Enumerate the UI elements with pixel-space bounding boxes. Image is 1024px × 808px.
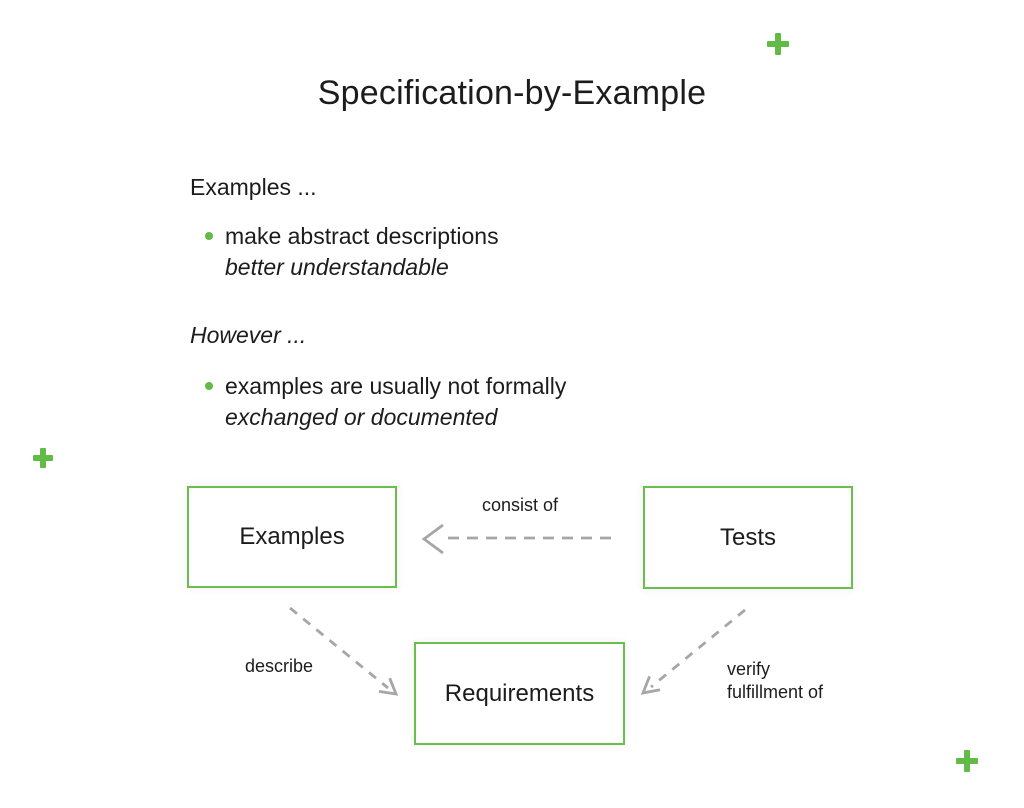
bullet-item-however: examples are usually not formally exchan… xyxy=(225,371,566,433)
arrow-describe xyxy=(289,606,399,696)
box-label: Examples xyxy=(239,523,345,550)
edge-label-verify: verify fulfillment of xyxy=(727,658,823,704)
bullet-icon xyxy=(205,382,213,390)
edge-label-describe: describe xyxy=(245,656,314,676)
bullet-line-regular: examples are usually not formally xyxy=(225,373,567,399)
plus-icon xyxy=(956,750,978,772)
diagram-box-tests: Tests xyxy=(643,486,853,589)
box-label: Tests xyxy=(719,523,776,551)
edge-label-verify-line2: fulfillment of xyxy=(727,682,824,702)
edge-label-verify-line1: verify xyxy=(727,659,771,679)
slide-title: Specification-by-Example xyxy=(317,74,707,112)
section-heading-however: However ... xyxy=(190,322,307,348)
arrow-consist-of xyxy=(421,523,617,555)
bullet-line-regular: make abstract descriptions xyxy=(225,223,499,249)
bullet-line-italic: better understandable xyxy=(225,254,449,280)
bullet-item-examples: make abstract descriptions better unders… xyxy=(225,221,499,283)
box-label: Requirements xyxy=(444,679,595,707)
plus-icon xyxy=(33,448,53,468)
diagram-box-examples: Examples xyxy=(187,486,397,588)
diagram-box-requirements: Requirements xyxy=(414,642,625,745)
plus-icon xyxy=(767,33,789,55)
section-heading-examples: Examples ... xyxy=(190,174,317,200)
edge-label-consist-of: consist of xyxy=(481,495,559,515)
bullet-icon xyxy=(205,232,213,240)
bullet-line-italic: exchanged or documented xyxy=(225,404,498,430)
